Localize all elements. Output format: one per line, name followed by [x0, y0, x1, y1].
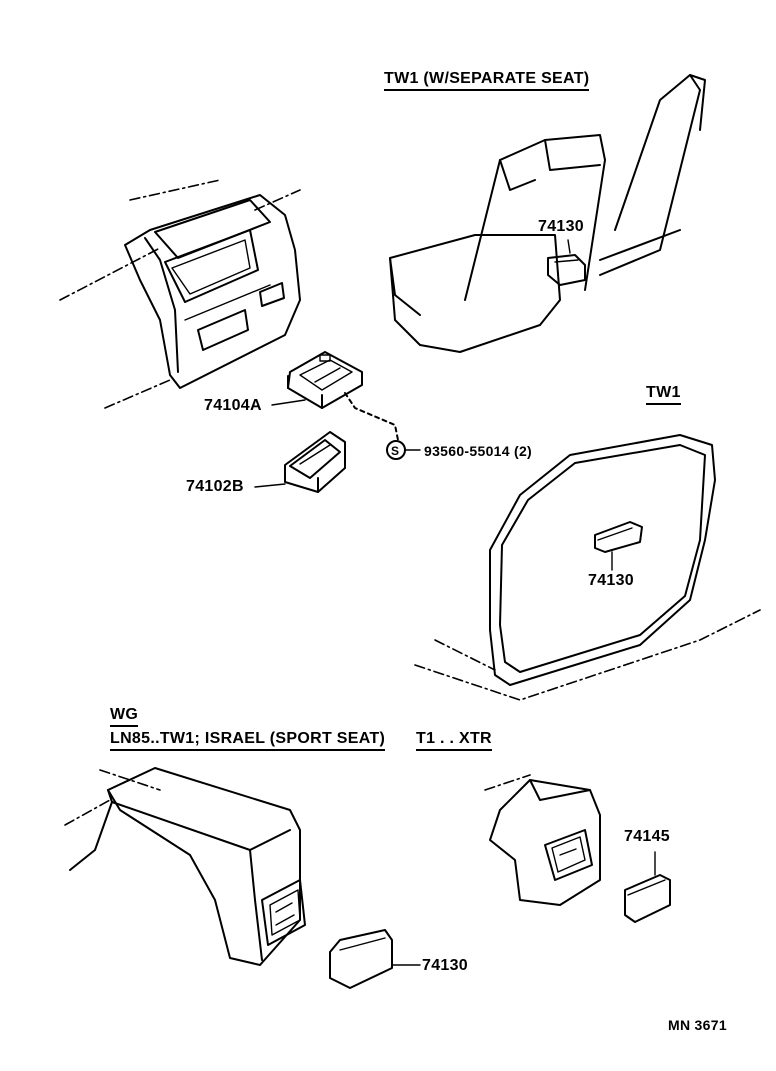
part-label-74130-door: 74130: [588, 572, 634, 589]
door-panel-illustration: [414, 434, 761, 701]
screw-symbol-letter: S: [391, 444, 400, 458]
xtr-console-illustration: [484, 774, 601, 906]
part-label-93560-55014: 93560-55014 (2): [424, 443, 533, 459]
part-label-74130-seat: 74130: [538, 218, 584, 235]
wg-ashtray-illustration: [329, 929, 421, 989]
header-ln85-sport-seat: LN85..TW1; ISRAEL (SPORT SEAT): [110, 730, 386, 751]
xtr-cover-illustration: [624, 851, 671, 923]
header-wg: WG: [110, 706, 139, 727]
header-t1-xtr: T1 . . XTR: [416, 730, 492, 751]
part-label-74104a: 74104A: [204, 397, 262, 414]
wg-console-illustration: [64, 767, 306, 966]
diagram-code: MN 3671: [668, 1017, 727, 1033]
screw-symbol: [386, 440, 421, 460]
part-label-74130-wg: 74130: [422, 957, 468, 974]
console-illustration: [59, 179, 301, 409]
separate-seat-illustration: [389, 74, 706, 353]
console-ashtray-illustration: [254, 431, 346, 493]
header-tw1: TW1: [646, 384, 681, 405]
header-tw1-separate-seat: TW1 (W/SEPARATE SEAT): [384, 70, 590, 91]
part-label-74102b: 74102B: [186, 478, 244, 495]
part-label-74145: 74145: [624, 828, 670, 845]
bracket-illustration: [271, 351, 399, 441]
